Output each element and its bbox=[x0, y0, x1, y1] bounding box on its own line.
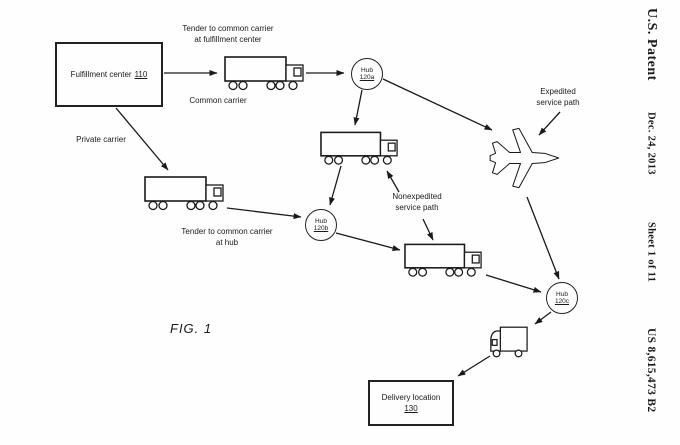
patent-header-title: U.S. Patent bbox=[644, 8, 659, 81]
tender-fulfillment-label: Tender to common carrier at fulfillment … bbox=[182, 24, 274, 44]
delivery-location-ref: 130 bbox=[404, 404, 418, 413]
delivery-location-label: Delivery location bbox=[381, 393, 441, 402]
patent-header-sheet: Sheet 1 of 11 bbox=[645, 222, 657, 283]
hub-120c-label: Hub bbox=[556, 290, 568, 298]
hub-120a-ref: 120a bbox=[359, 74, 375, 81]
private-carrier-label: Private carrier bbox=[76, 135, 126, 144]
linehaul-truck-top-icon bbox=[320, 131, 398, 165]
expedited-path-label: Expedited service path bbox=[536, 87, 580, 107]
patent-header-date: Dec. 24, 2013 bbox=[645, 112, 657, 175]
linehaul-truck-bottom-icon bbox=[404, 243, 482, 277]
delivery-location-node: Delivery location 130 bbox=[368, 380, 454, 426]
common-carrier-truck-icon bbox=[224, 56, 304, 91]
hub-120c-ref: 120c bbox=[554, 298, 570, 305]
nonexpedited-path-label: Nonexpedited service path bbox=[392, 192, 442, 212]
tender-hub-label: Tender to common carrier at hub bbox=[181, 227, 273, 247]
hub-120b-label: Hub bbox=[315, 217, 327, 225]
hub-120a-node: Hub 120a bbox=[351, 58, 383, 90]
hub-120a-label: Hub bbox=[361, 66, 373, 74]
patent-header-number: US 8,615,473 B2 bbox=[645, 328, 657, 413]
private-carrier-truck-icon bbox=[144, 176, 224, 211]
hub-120c-node: Hub 120c bbox=[546, 282, 578, 314]
hub-120b-node: Hub 120b bbox=[305, 209, 337, 241]
airplane-icon bbox=[489, 127, 560, 189]
common-carrier-label: Common carrier bbox=[189, 96, 247, 105]
delivery-van-icon bbox=[490, 326, 528, 358]
hub-120b-ref: 120b bbox=[313, 225, 329, 232]
figure-caption: FIG. 1 bbox=[170, 321, 213, 336]
